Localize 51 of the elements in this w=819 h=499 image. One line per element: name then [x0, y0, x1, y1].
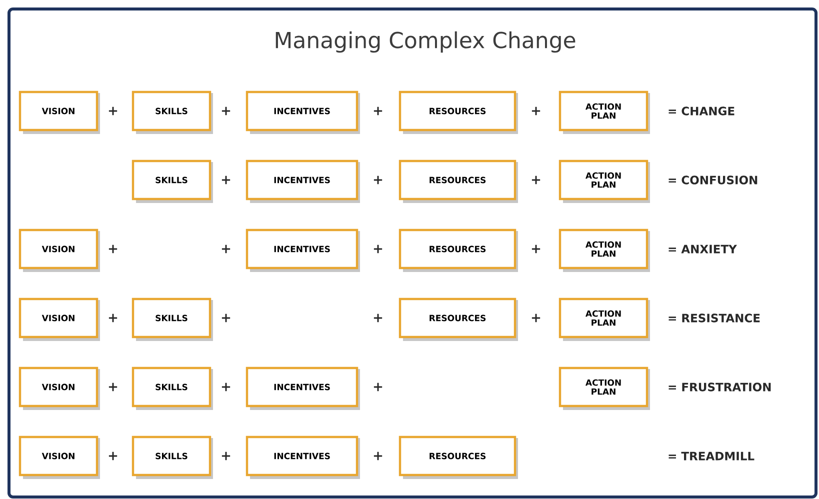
term-box: INCENTIVES: [246, 436, 360, 479]
plus-sign: +: [222, 244, 230, 254]
result-text: = RESISTANCE: [668, 314, 760, 322]
term-box: SKILLS: [132, 298, 213, 341]
plus-sign: +: [374, 452, 382, 460]
term-box: VISION: [18, 298, 100, 341]
term-box: SKILLS: [132, 436, 213, 479]
plus-sign: +: [374, 244, 382, 254]
plus-sign: +: [108, 314, 118, 322]
term-box: RESOURCES: [398, 436, 518, 479]
term-box: INCENTIVES: [246, 228, 360, 272]
result-text: = ANXIETY: [668, 244, 737, 254]
result-text: = CHANGE: [668, 106, 734, 116]
plus-sign: +: [532, 244, 540, 254]
plus-sign: +: [374, 314, 382, 322]
plus-sign: +: [532, 314, 540, 322]
term-box: RESOURCES: [398, 90, 518, 134]
plus-sign: +: [222, 176, 230, 184]
plus-sign: +: [108, 452, 118, 460]
term-box: INCENTIVES: [246, 90, 360, 134]
term-box: INCENTIVES: [246, 366, 360, 410]
plus-sign: +: [374, 106, 382, 116]
plus-sign: +: [532, 176, 540, 184]
plus-sign: +: [222, 452, 230, 460]
term-box: SKILLS: [132, 366, 213, 410]
plus-sign: +: [374, 382, 382, 392]
term-box: ACTION PLAN: [558, 90, 650, 134]
result-text: = CONFUSION: [668, 176, 758, 184]
term-box: ACTION PLAN: [558, 228, 650, 272]
term-box: SKILLS: [132, 160, 213, 203]
term-box: ACTION PLAN: [558, 298, 650, 341]
term-box: VISION: [18, 436, 100, 479]
plus-sign: +: [374, 176, 382, 184]
plus-sign: +: [108, 382, 118, 392]
term-box: RESOURCES: [398, 298, 518, 341]
result-text: = FRUSTRATION: [668, 382, 771, 392]
plus-sign: +: [222, 106, 230, 116]
result-text: = TREADMILL: [668, 452, 754, 460]
term-box: RESOURCES: [398, 160, 518, 203]
term-box: ACTION PLAN: [558, 366, 650, 410]
term-box: SKILLS: [132, 90, 213, 134]
term-box: RESOURCES: [398, 228, 518, 272]
title: Managing Complex Change: [276, 31, 576, 53]
term-box: INCENTIVES: [246, 160, 360, 203]
term-box: ACTION PLAN: [558, 160, 650, 203]
term-box: VISION: [18, 366, 100, 410]
plus-sign: +: [532, 106, 540, 116]
term-box: VISION: [18, 228, 100, 272]
term-box: VISION: [18, 90, 100, 134]
plus-sign: +: [222, 382, 230, 392]
plus-sign: +: [108, 106, 118, 116]
